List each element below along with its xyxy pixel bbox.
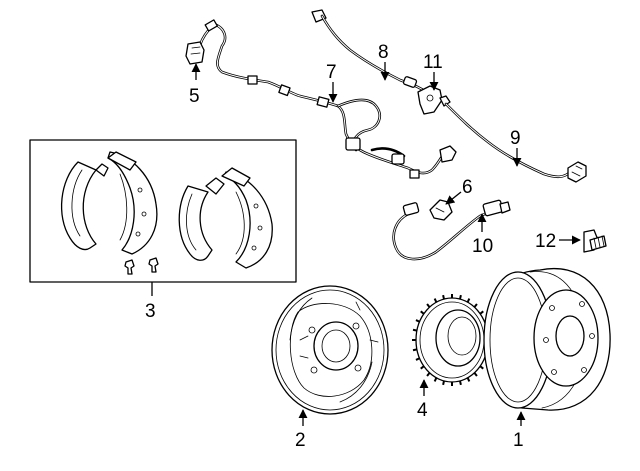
callout-4: 4	[417, 400, 428, 421]
callout-12: 12	[535, 231, 556, 252]
tone-ring-tooth	[426, 372, 431, 377]
tone-ring-tooth	[442, 380, 445, 386]
harness-bracket	[417, 85, 451, 115]
callout-5: 5	[189, 86, 200, 107]
tone-ring-tooth	[412, 348, 418, 352]
tone-ring-tooth	[473, 303, 478, 308]
callout-3: 3	[145, 301, 156, 322]
callout-1: 1	[513, 430, 524, 451]
tone-ring-tooth	[415, 357, 420, 361]
bleeder-screw	[583, 229, 607, 253]
tone-ring-tooth	[420, 310, 425, 315]
tone-ring-tooth	[479, 310, 484, 315]
callout-2: 2	[295, 430, 306, 451]
tone-ring-tooth	[466, 377, 471, 382]
sensor-connector	[185, 41, 205, 65]
tone-ring-tooth	[466, 298, 471, 303]
tone-ring-tooth	[433, 377, 438, 382]
callout-8: 8	[378, 42, 389, 63]
wire-harness	[198, 19, 457, 179]
hose-clip	[429, 199, 453, 221]
brake-shoe-kit	[29, 139, 297, 283]
callouts: 1 2 3 4 5 6 7 8 9 10 11 12	[145, 42, 581, 451]
tone-ring-tooth	[442, 294, 445, 300]
callout-7: 7	[326, 62, 337, 83]
tone-ring-tooth	[420, 365, 425, 370]
tone-ring-tooth	[426, 303, 431, 308]
tone-ring-tooth	[473, 372, 478, 377]
shoe-kit-box	[29, 139, 297, 283]
abs-tone-ring	[412, 294, 492, 386]
callout-11: 11	[423, 52, 443, 73]
backing-plate	[271, 285, 389, 415]
tone-ring-tooth	[459, 294, 462, 300]
tone-ring-tooth	[415, 319, 420, 323]
tone-ring-tooth	[433, 298, 438, 303]
front-sensor-cable	[311, 9, 428, 94]
tone-ring-tooth	[412, 328, 418, 332]
callout-10: 10	[472, 236, 493, 257]
callout-6: 6	[462, 177, 473, 198]
tone-ring-tooth	[459, 380, 462, 386]
callout-9: 9	[510, 128, 521, 149]
tone-ring-tooth	[479, 365, 484, 370]
brake-drum	[483, 268, 611, 411]
